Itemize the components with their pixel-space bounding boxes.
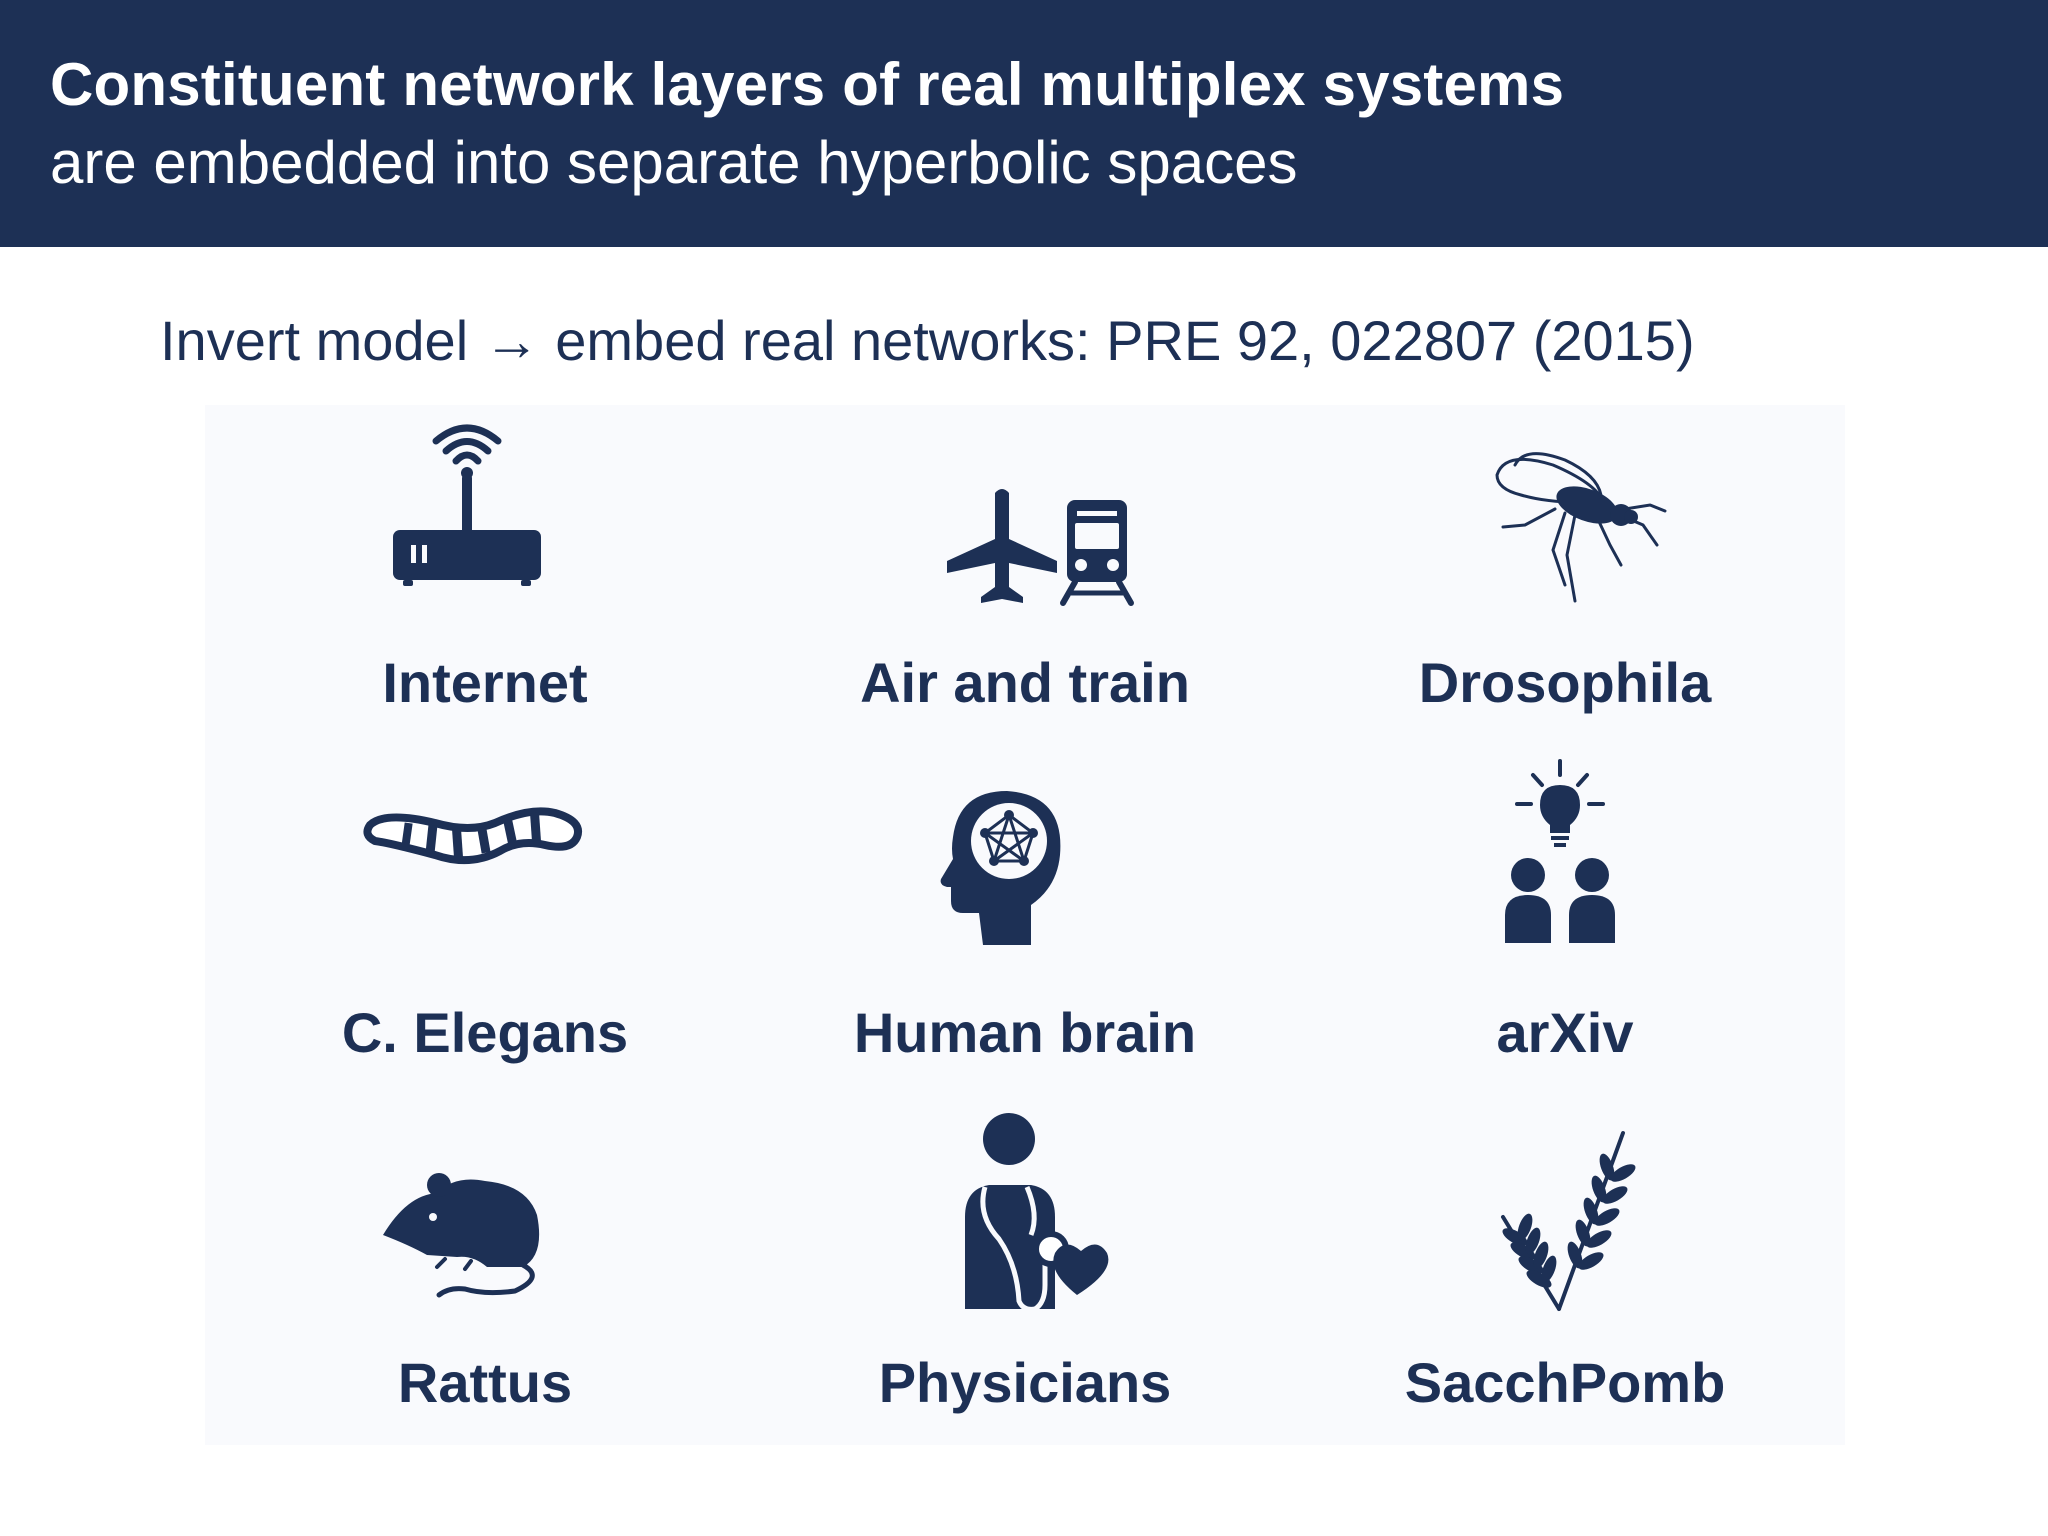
people-idea-icon xyxy=(1425,755,1705,965)
reference-text: Invert model → embed real networks: PRE … xyxy=(160,309,1695,372)
network-item-c-elegans: C. Elegans xyxy=(205,755,765,1075)
network-item-drosophila: Drosophila xyxy=(1285,405,1845,725)
network-label: Rattus xyxy=(397,1351,573,1414)
plane-train-icon xyxy=(885,405,1165,615)
network-label: Drosophila xyxy=(1418,651,1712,714)
page-subtitle: are embedded into separate hyperbolic sp… xyxy=(50,129,1298,196)
network-label: C. Elegans xyxy=(341,1001,629,1064)
doctor-icon xyxy=(885,1105,1165,1315)
network-label: Physicians xyxy=(878,1351,1172,1414)
router-icon xyxy=(345,405,625,615)
network-item-air-and-train: Air and train xyxy=(745,405,1305,725)
network-label: Internet xyxy=(382,651,588,714)
network-label: SacchPomb xyxy=(1404,1351,1726,1414)
network-item-sacchpomb: SacchPomb xyxy=(1285,1105,1845,1425)
network-item-human-brain: Human brain xyxy=(745,755,1305,1075)
network-label: Air and train xyxy=(860,651,1190,714)
page-title: Constituent network layers of real multi… xyxy=(50,51,1565,118)
network-item-internet: Internet xyxy=(205,405,765,725)
network-label: Human brain xyxy=(853,1001,1197,1064)
brain-network-icon xyxy=(885,755,1165,965)
network-item-physicians: Physicians xyxy=(745,1105,1305,1425)
networks-grid: Internet Air and train xyxy=(205,405,1845,1445)
worm-icon xyxy=(345,755,625,965)
wheat-icon xyxy=(1425,1105,1705,1315)
fly-icon xyxy=(1425,405,1705,615)
header-banner: Constituent network layers of real multi… xyxy=(0,0,2048,247)
network-item-rattus: Rattus xyxy=(205,1105,765,1425)
network-item-arxiv: arXiv xyxy=(1285,755,1845,1075)
network-label: arXiv xyxy=(1496,1001,1634,1064)
rat-icon xyxy=(345,1105,625,1315)
